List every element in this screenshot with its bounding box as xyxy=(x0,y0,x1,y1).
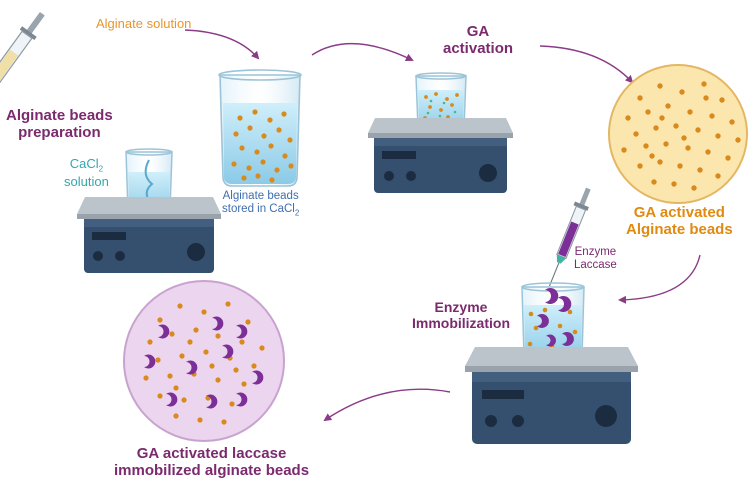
alginate-solution-label: Alginate solution xyxy=(96,16,192,32)
immob-line2: Immobilization xyxy=(412,314,510,331)
cacl-sub: 2 xyxy=(98,164,104,174)
beaker-icon xyxy=(218,69,302,187)
enzyme-line1: Enzyme xyxy=(574,246,617,258)
stored-beads-label: Alginate beads stored in CaCl2 xyxy=(222,190,299,218)
immobilization-label: Enzyme Immobilization xyxy=(412,299,510,331)
enzyme-line2: Laccase xyxy=(574,258,617,271)
ga-beads-line2: Alginate beads xyxy=(626,220,733,238)
cacl-line2: solution xyxy=(64,173,109,189)
petri-circle-icon xyxy=(608,64,748,204)
final-line2: immobilized alginate beads xyxy=(114,461,310,479)
curved-arrow-icon xyxy=(184,29,701,422)
alginate-solution-text: Alginate solution xyxy=(96,16,192,31)
ga-beads-label: GA activated Alginate beads xyxy=(626,204,733,239)
magnetic-stirrer-icon xyxy=(77,197,221,273)
ga-beads-line1: GA activated xyxy=(633,204,725,221)
cacl-solution-label: CaCl2 solution xyxy=(64,156,109,189)
final-beads-label: GA activated laccase immobilized alginat… xyxy=(114,445,310,480)
final-line1: GA activated laccase xyxy=(136,445,287,462)
immob-line1: Enzyme xyxy=(434,299,488,315)
syringe-icon xyxy=(548,187,591,287)
petri-circle-icon xyxy=(123,280,285,442)
alginate-prep-line2: preparation xyxy=(18,123,101,141)
cacl-prefix: CaCl xyxy=(69,156,99,171)
ga-line1: GA xyxy=(466,23,490,40)
stored-line1: Alginate beads xyxy=(222,190,299,202)
enzyme-laccase-label: Enzyme Laccase xyxy=(574,246,617,272)
syringe-icon xyxy=(0,11,45,98)
alginate-prep-label: Alginate beads preparation xyxy=(6,107,113,142)
ga-activation-label: GA activation xyxy=(443,23,514,58)
magnetic-stirrer-icon xyxy=(368,118,513,193)
stored-sub: 2 xyxy=(294,208,300,218)
ga-line2: activation xyxy=(443,39,514,57)
stored-prefix: stored in CaCl xyxy=(222,202,295,215)
magnetic-stirrer-icon xyxy=(465,347,638,444)
alginate-prep-line1: Alginate beads xyxy=(6,107,113,124)
